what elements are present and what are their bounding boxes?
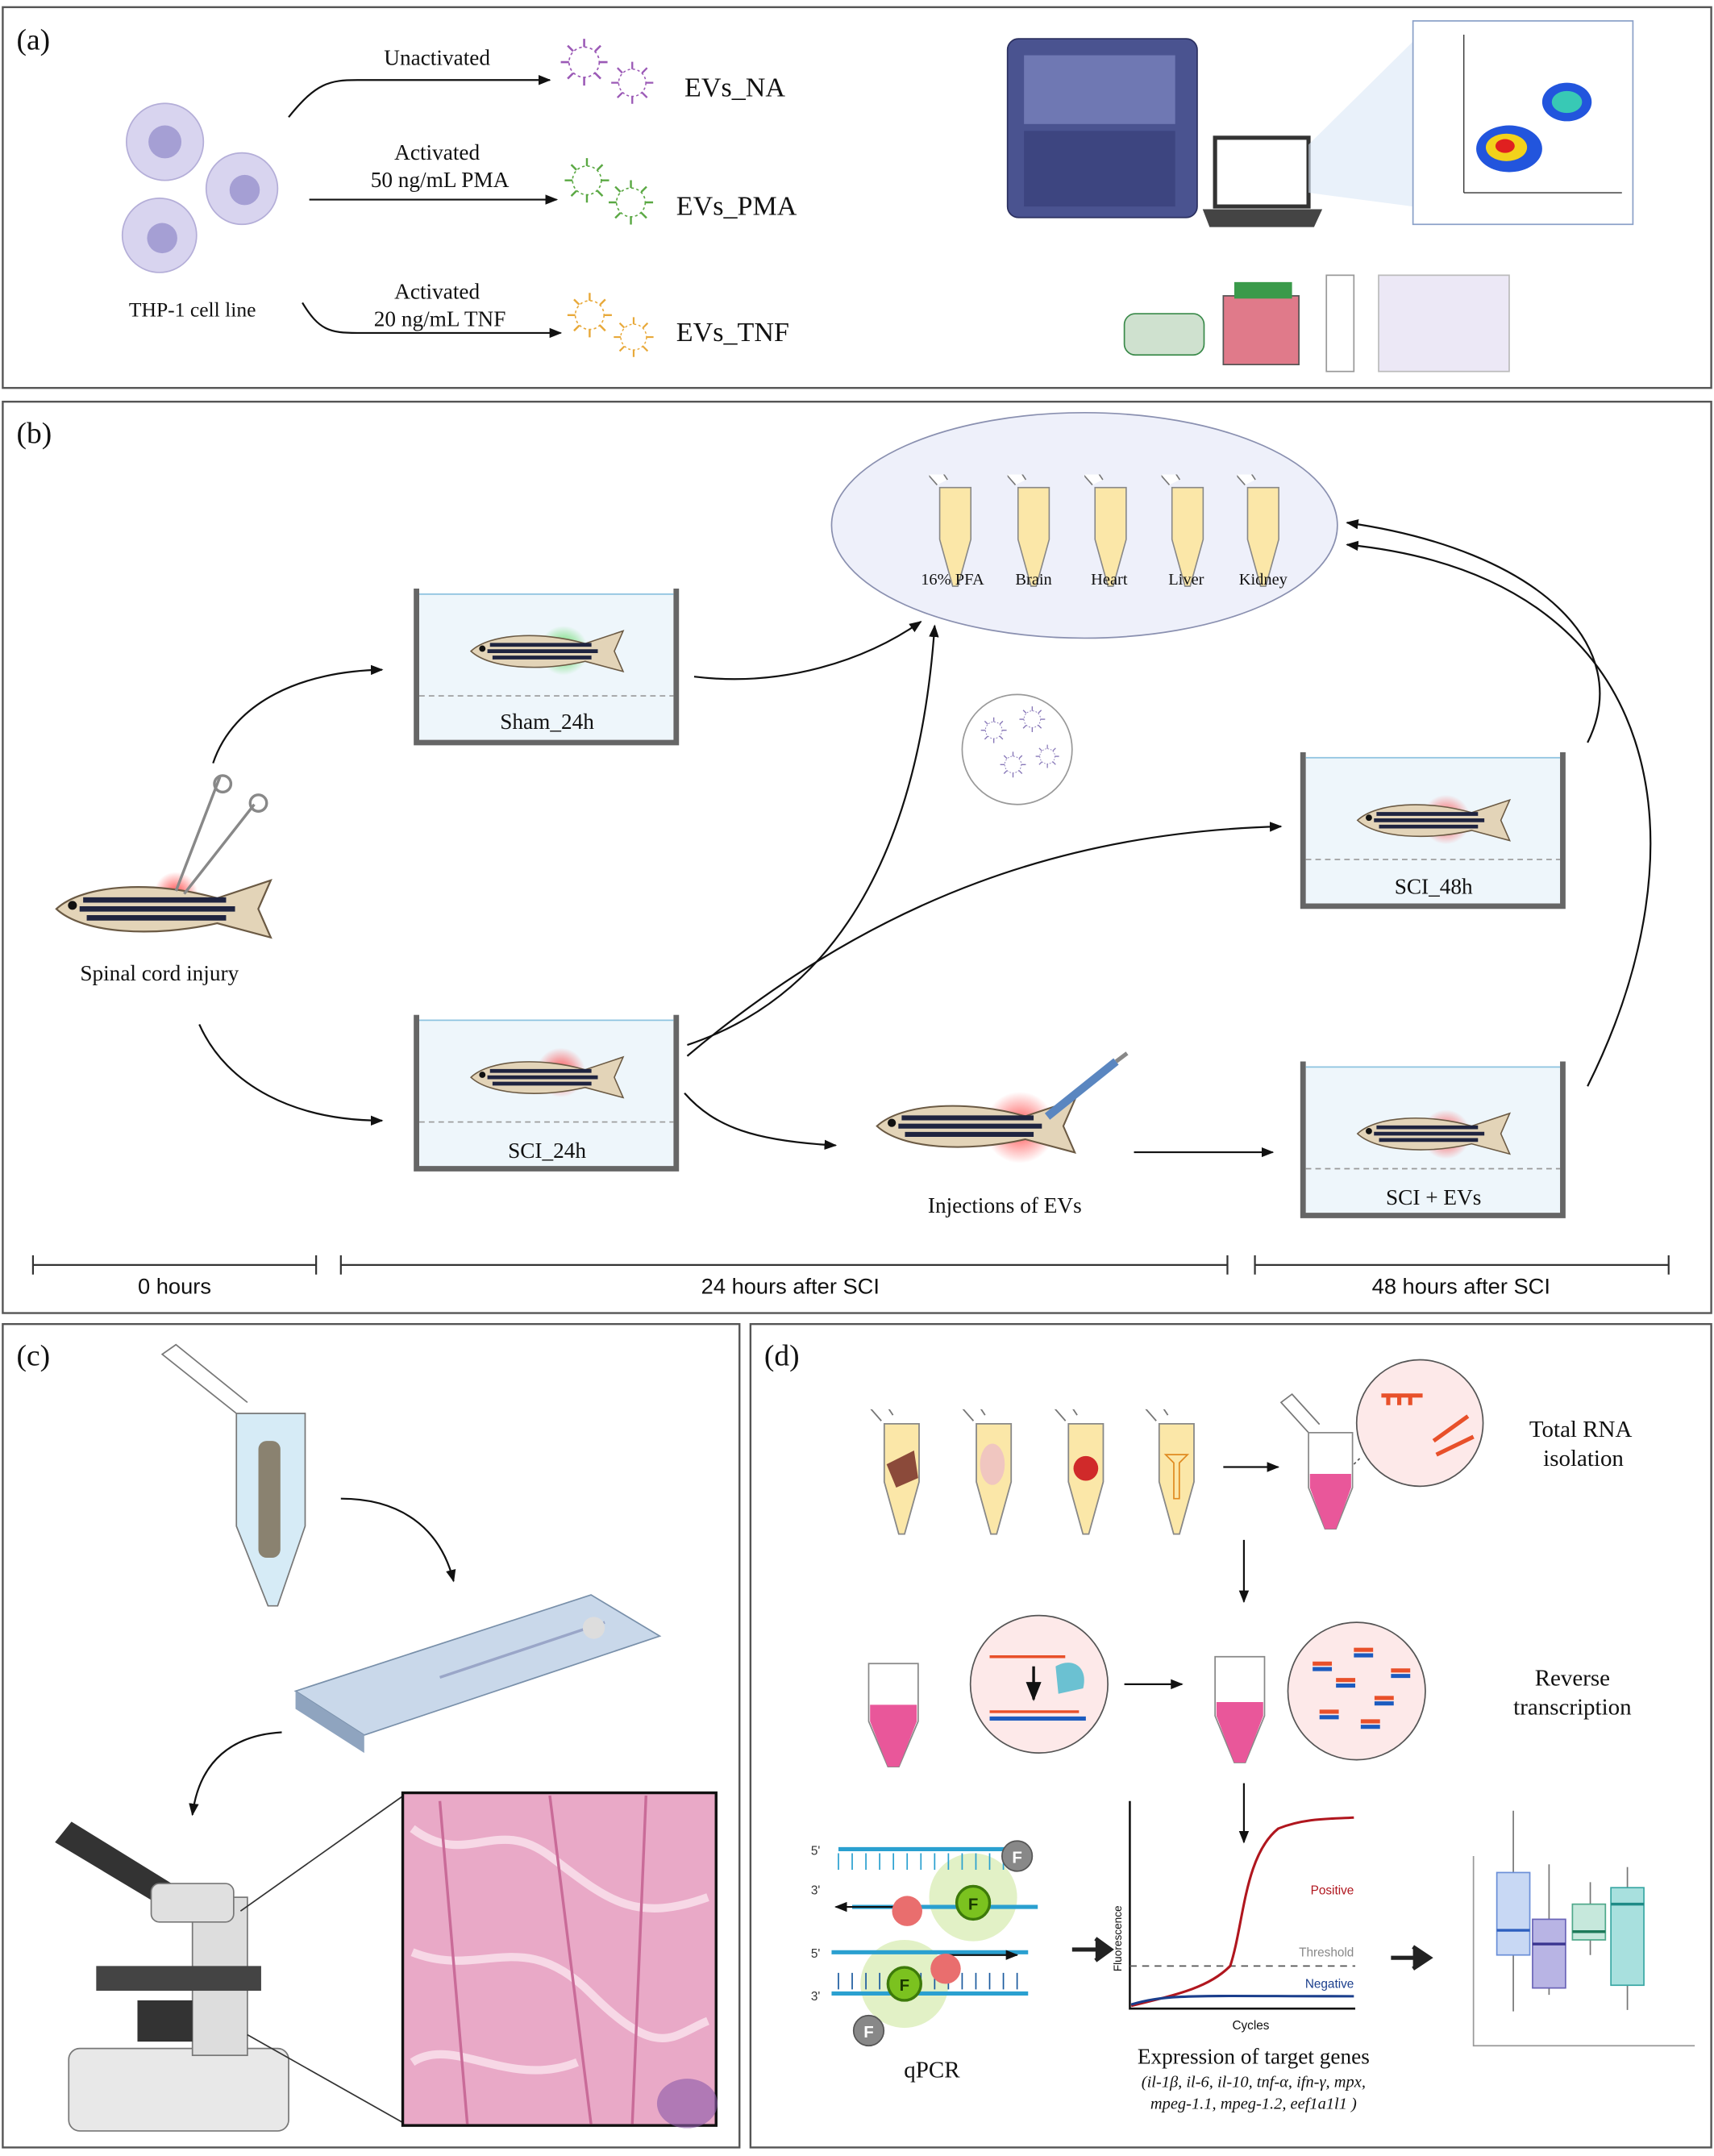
timeline-label: 24 hours after SCI	[701, 1274, 880, 1299]
panel-a: (a) THP-1 cell line Unactivated Activate…	[2, 6, 1712, 389]
negative-label: Negative	[1305, 1978, 1354, 1992]
fluorophore-label: F	[863, 2023, 873, 2042]
step-label: transcription	[1513, 1694, 1632, 1720]
fluorophore-label: F	[1012, 1848, 1021, 1867]
branch-treatment: 50 ng/mL PMA	[371, 168, 510, 192]
tank-label: SCI_48h	[1395, 875, 1473, 899]
sample-label: Kidney	[1239, 571, 1288, 589]
timeline: 0 hours 24 hours after SCI 48 hours afte…	[31, 1255, 1670, 1299]
tissue-tubes-icon	[866, 1409, 1196, 1535]
ev-result: EVs_PMA	[676, 191, 797, 221]
curve-ylabel: Fluorescence	[1112, 1905, 1124, 1971]
curve-xlabel: Cycles	[1232, 2019, 1269, 2033]
zoom-lines	[239, 1793, 406, 2125]
negative-curve	[1130, 1994, 1354, 2006]
panel-label: (c)	[16, 1339, 50, 1372]
injection-fish-icon	[877, 693, 1129, 1163]
panel-b: (b) 16% PFA Brain Heart Liver Kidney Sha…	[2, 400, 1712, 1314]
strand-label: 3'	[811, 1884, 821, 1898]
flow-arrows	[198, 519, 1652, 1158]
rna-isolation-icon	[1279, 1359, 1484, 1530]
tank-label: Sham_24h	[500, 710, 594, 734]
tank-sham-24h: Sham_24h	[417, 589, 676, 743]
tank-label: SCI_24h	[508, 1138, 586, 1163]
panel-label: (b)	[16, 417, 52, 450]
positive-curve	[1130, 1816, 1354, 2008]
thp1-cells-icon	[121, 102, 279, 273]
branch-arrow-tnf	[302, 302, 563, 339]
positive-label: Positive	[1311, 1884, 1354, 1898]
sample-label: 16% PFA	[921, 571, 984, 589]
timeline-label: 48 hours after SCI	[1372, 1274, 1550, 1299]
threshold-label: Threshold	[1299, 1946, 1354, 1959]
branch-condition: Activated	[394, 279, 480, 303]
branch-condition: Activated	[394, 140, 480, 164]
gene-list: (il-1β, il-6, il-10, tnf-α, ifn-γ, mpx,	[1142, 2073, 1366, 2091]
strand-label: 3'	[811, 1990, 821, 2004]
laptop-icon	[1202, 135, 1323, 227]
step-label: isolation	[1543, 1446, 1624, 1471]
sample-label: Brain	[1015, 571, 1051, 589]
strand-label: 5'	[811, 1844, 821, 1858]
western-blot-icon	[1123, 274, 1510, 373]
fixed-fish-tube-icon	[160, 1343, 306, 1607]
branch-treatment: 20 ng/mL TNF	[374, 306, 506, 331]
injured-fish-icon	[56, 774, 271, 938]
tank-label: SCI + EVs	[1386, 1185, 1481, 1209]
flow-cytometry-plot	[1412, 20, 1634, 226]
flow-cytometer-icon	[1006, 38, 1198, 219]
panel-label: (d)	[764, 1339, 800, 1372]
microscope-slide-icon	[293, 1594, 662, 1754]
injury-label: Spinal cord injury	[80, 961, 239, 985]
timeline-label: 0 hours	[138, 1274, 211, 1299]
probe-label: F	[968, 1895, 978, 1913]
flow-arrow	[1071, 1937, 1114, 1962]
ev-result: EVs_NA	[684, 73, 785, 103]
strand-label: 5'	[811, 1947, 821, 1961]
tank-sci-24h: SCI_24h	[417, 1015, 676, 1169]
qpcr-label: qPCR	[904, 2057, 960, 2083]
ev-result: EVs_TNF	[676, 318, 789, 348]
step-label: Total RNA	[1529, 1417, 1633, 1442]
panel-d: (d) Total RNA isolation	[749, 1322, 1712, 2149]
branch-condition: Unactivated	[384, 45, 490, 69]
expression-title: Expression of target genes	[1138, 2044, 1370, 2068]
sample-label: Liver	[1168, 571, 1204, 589]
panel-c: (c)	[2, 1322, 741, 2149]
flow-arrow	[340, 1497, 456, 1583]
cdna-icon	[1214, 1621, 1426, 1763]
amplification-curve: Fluorescence Cycles Positive Threshold N…	[1112, 1800, 1356, 2033]
panel-label: (a)	[16, 24, 50, 57]
tank-sci-48h: SCI_48h	[1303, 752, 1562, 906]
injection-label: Injections of EVs	[928, 1193, 1082, 1217]
sample-collection-ellipse: 16% PFA Brain Heart Liver Kidney	[830, 411, 1338, 639]
cell-line-label: THP-1 cell line	[129, 298, 256, 321]
flow-arrow	[1391, 1945, 1433, 1971]
histology-image	[401, 1791, 718, 2129]
qpcr-illustration: F F F F 5' 3' 5' 3'	[811, 1840, 1038, 2047]
sample-label: Heart	[1091, 571, 1128, 589]
branch-arrow-na	[288, 75, 551, 118]
probe-label: F	[900, 1976, 909, 1995]
step-label: Reverse	[1535, 1666, 1610, 1692]
box-plot	[1472, 1810, 1695, 2047]
rt-tube-left-icon	[867, 1614, 1109, 1768]
flow-arrow	[189, 1731, 282, 1817]
tank-sci-evs: SCI + EVs	[1303, 1062, 1562, 1216]
microscope-icon	[55, 1821, 289, 2132]
gene-list: mpeg-1.1, mpeg-1.2, eef1a1l1 )	[1150, 2096, 1357, 2113]
